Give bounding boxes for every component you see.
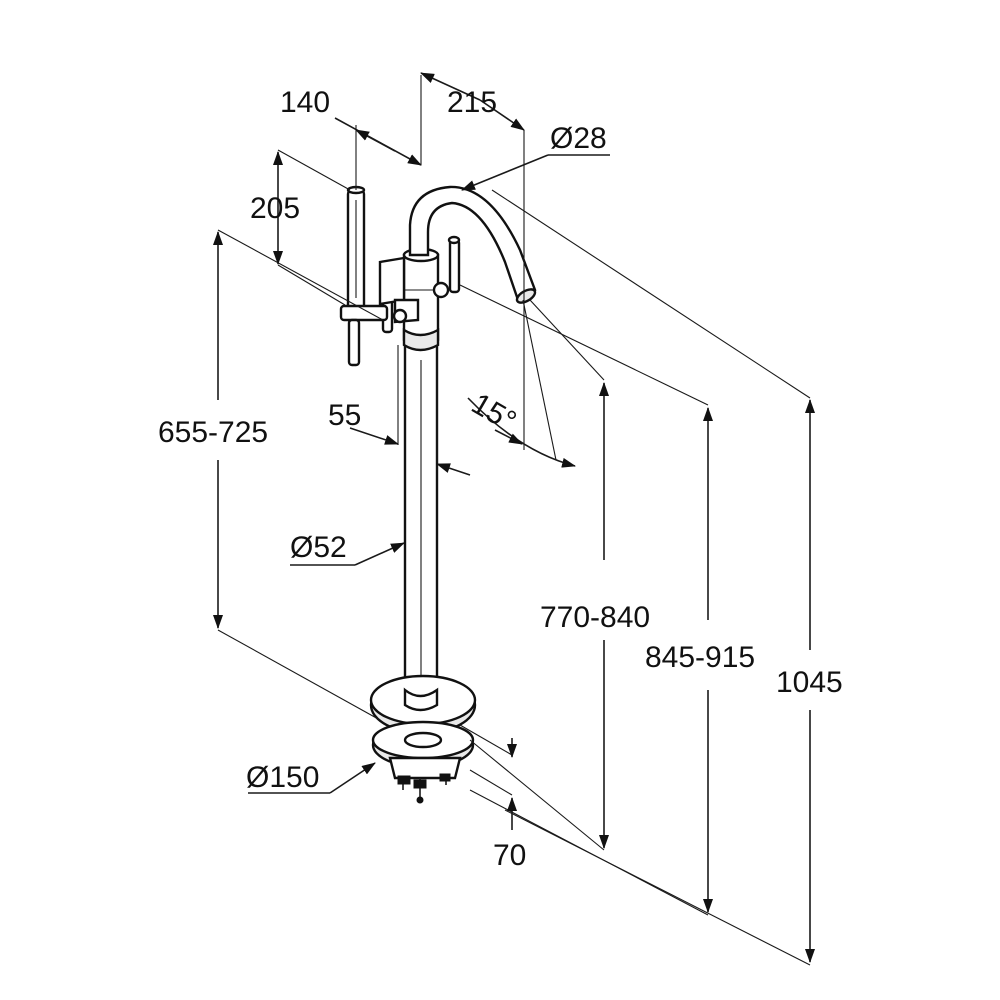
dim-total-height: 1045 xyxy=(776,666,843,699)
dim-spout-reach: 215 xyxy=(447,86,497,119)
dim-riser-diameter: Ø52 xyxy=(290,531,347,564)
dim-riser-offset: 55 xyxy=(328,399,361,432)
dim-handle-height: 655-725 xyxy=(158,416,268,449)
faucet-body xyxy=(339,185,537,804)
mounting-base xyxy=(371,720,475,804)
dim-handshower-offset: 140 xyxy=(280,86,330,119)
floor-rosette xyxy=(369,674,477,735)
dimension-labels: 140 215 Ø28 205 655-725 15° 55 Ø52 770-8… xyxy=(158,86,843,872)
dimension-lines xyxy=(213,72,815,966)
dim-floor-depth: 70 xyxy=(493,839,526,872)
left-handle xyxy=(378,256,420,334)
dim-spout-diameter: Ø28 xyxy=(550,122,607,155)
spout xyxy=(408,185,537,304)
dim-spout-height: 845-915 xyxy=(645,641,755,674)
dim-outlet-height: 770-840 xyxy=(540,601,650,634)
dim-swivel-angle: 15° xyxy=(466,387,522,438)
right-handle xyxy=(432,235,461,299)
riser-pipe xyxy=(403,343,439,697)
dim-base-diameter: Ø150 xyxy=(246,761,319,794)
dim-handshower-height: 205 xyxy=(250,192,300,225)
